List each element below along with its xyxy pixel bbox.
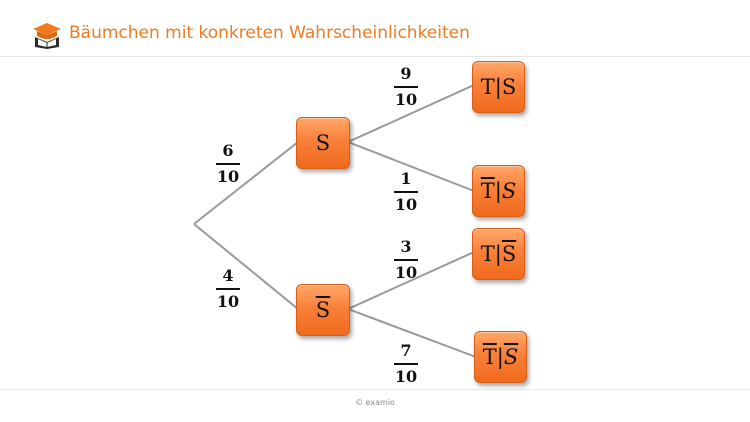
prob-sbar-to-tbar: 7 10 [394,341,418,386]
node-tbar-given-s: T|S [472,165,525,217]
node-t-given-sbar: T|S [472,228,525,280]
node-t-given-s: T|S [472,61,525,113]
branch-s-tbar [347,141,475,192]
prob-s-to-tbar: 1 10 [394,169,418,214]
branch-root-s [193,141,299,225]
page-title: Bäumchen mit konkreten Wahrscheinlichkei… [69,23,470,43]
prob-sbar-to-t: 3 10 [394,237,418,282]
header-divider [0,56,750,57]
footer-divider [0,389,750,390]
branch-root-sbar [193,223,299,310]
examio-logo-icon [33,23,61,49]
header: Bäumchen mit konkreten Wahrscheinlichkei… [0,0,750,57]
footer-copyright: © examio [355,398,395,407]
prob-root-to-sbar: 4 10 [216,266,240,311]
prob-s-to-t: 9 10 [394,64,418,109]
node-s-complement: S [296,284,350,336]
node-tbar-given-sbar: T|S [474,331,527,383]
branch-sbar-tbar [347,308,477,358]
node-s: S [296,117,350,169]
branch-sbar-t [347,251,475,310]
branch-s-t [347,84,475,143]
prob-root-to-s: 6 10 [216,141,240,186]
